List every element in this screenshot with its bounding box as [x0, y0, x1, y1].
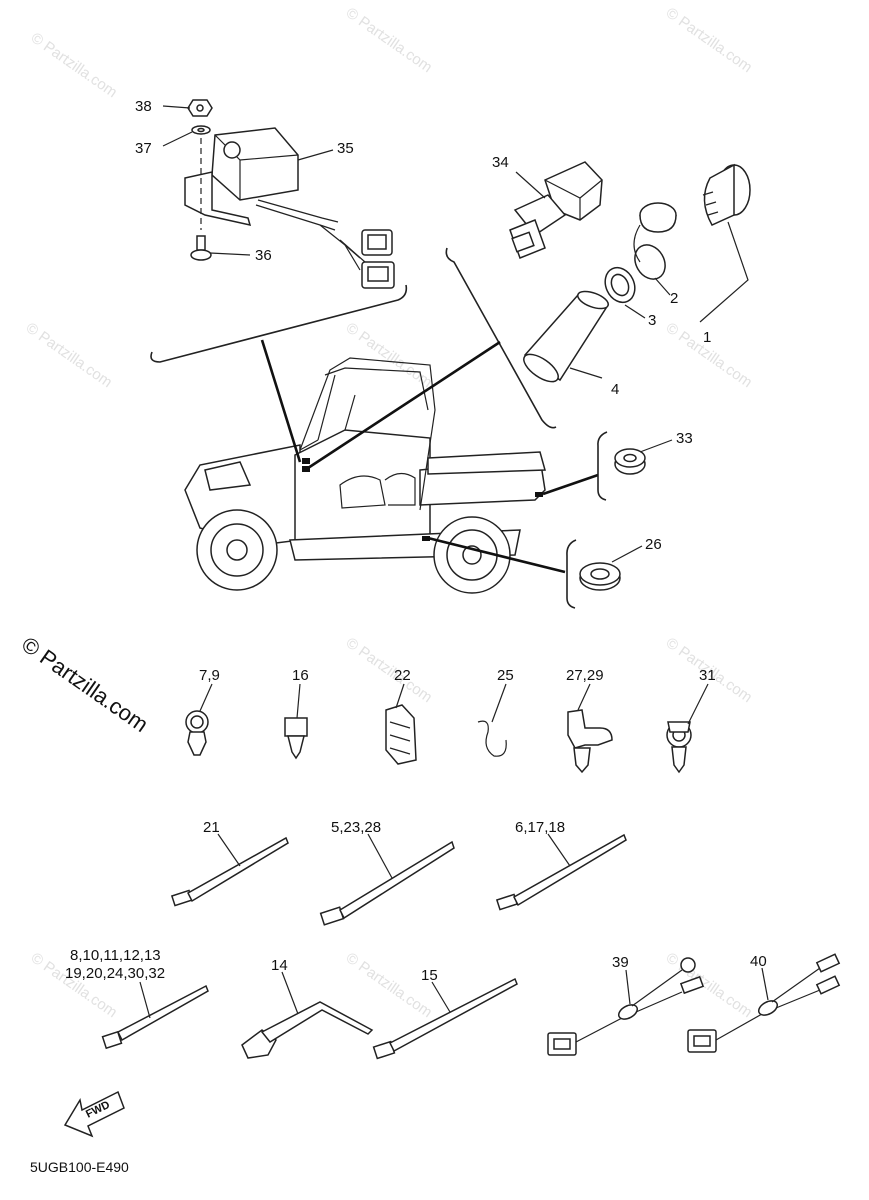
- cable-tie-8-10: [101, 984, 209, 1050]
- callout-3: 3: [648, 312, 656, 329]
- cable-tie-14: [241, 1001, 374, 1059]
- cable-tie-15: [372, 977, 518, 1060]
- cable-tie-5-23-28: [319, 840, 455, 926]
- callout-36: 36: [255, 247, 272, 264]
- clamp-16: [284, 717, 308, 760]
- callout-14: 14: [271, 957, 288, 974]
- callout-26: 26: [645, 536, 662, 553]
- callout-22: 22: [394, 667, 411, 684]
- relay-assembly: [150, 99, 408, 363]
- harness-39: [547, 957, 705, 1056]
- callout-33: 33: [676, 430, 693, 447]
- side-watermark: © Partzilla.com: [17, 632, 153, 738]
- callout-31: 31: [699, 667, 716, 684]
- callout-19-20-24-30-32: 19,20,24,30,32: [65, 965, 165, 982]
- callout-4: 4: [611, 381, 619, 398]
- callout-21: 21: [203, 819, 220, 836]
- callout-7-9: 7,9: [199, 667, 220, 684]
- callout-40: 40: [750, 953, 767, 970]
- utv-vehicle: [184, 357, 546, 594]
- callout-2: 2: [670, 290, 678, 307]
- forward-arrow-icon: FWD: [63, 1090, 125, 1138]
- clamp-22: [385, 704, 417, 765]
- diagram-code: 5UGB100-E490: [30, 1159, 129, 1175]
- callout-37: 37: [135, 140, 152, 157]
- callout-8-10-11-12-13: 8,10,11,12,13: [70, 947, 161, 964]
- grommet-26: [579, 562, 621, 591]
- socket-parts: [445, 161, 751, 429]
- clamp-31: [666, 721, 692, 774]
- callout-16: 16: [292, 667, 309, 684]
- grommet-33: [614, 448, 646, 475]
- callout-39: 39: [612, 954, 629, 971]
- watermark-text: © Partzilla.com: [663, 949, 756, 1021]
- clamp-25: [477, 720, 507, 757]
- callout-1: 1: [703, 329, 711, 346]
- callout-27-29: 27,29: [566, 667, 604, 684]
- watermark-text: © Partzilla.com: [343, 634, 436, 706]
- watermark-text: © Partzilla.com: [663, 4, 756, 76]
- watermark-text: © Partzilla.com: [23, 319, 116, 391]
- callout-35: 35: [337, 140, 354, 157]
- cable-tie-6-17-18: [495, 833, 627, 911]
- watermark-text: © Partzilla.com: [343, 4, 436, 76]
- callout-34: 34: [492, 154, 509, 171]
- watermark-text: © Partzilla.com: [343, 949, 436, 1021]
- cable-tie-21: [170, 836, 289, 907]
- callout-25: 25: [497, 667, 514, 684]
- clamp-27-29: [567, 709, 613, 774]
- watermark-text: © Partzilla.com: [28, 29, 121, 101]
- callout-6-17-18: 6,17,18: [515, 819, 565, 836]
- clamp-7-9: [185, 710, 209, 756]
- callout-38: 38: [135, 98, 152, 115]
- callout-5-23-28: 5,23,28: [331, 819, 381, 836]
- harness-40: [687, 953, 841, 1053]
- callout-15: 15: [421, 967, 438, 984]
